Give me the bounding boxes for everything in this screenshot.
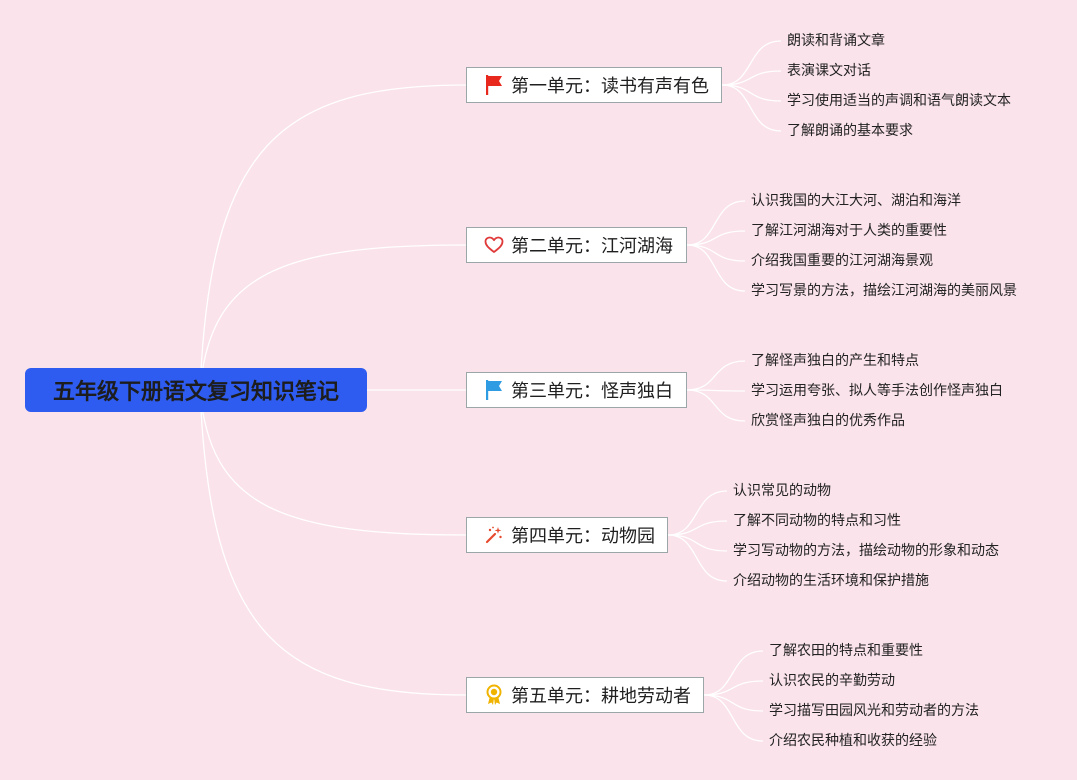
- branch-unit-4[interactable]: 第四单元：动物园: [466, 517, 668, 553]
- award-ribbon-icon: [483, 684, 505, 706]
- connector-line: [667, 534, 728, 582]
- connector-line: [199, 84, 467, 391]
- red-flag-icon: [483, 74, 505, 96]
- connector-line: [199, 389, 467, 696]
- leaf-3-2[interactable]: 学习运用夸张、拟人等手法创作怪声独白: [751, 383, 1003, 399]
- connector-line: [667, 520, 728, 536]
- root-topic[interactable]: 五年级下册语文复习知识笔记: [25, 368, 367, 412]
- leaf-2-1[interactable]: 认识我国的大江大河、湖泊和海洋: [751, 193, 961, 209]
- connector-line: [721, 70, 782, 86]
- leaf-4-3[interactable]: 学习写动物的方法，描绘动物的形象和动态: [733, 543, 999, 559]
- connector-line: [667, 534, 728, 552]
- leaf-5-3[interactable]: 学习描写田园风光和劳动者的方法: [769, 703, 979, 719]
- leaf-1-1[interactable]: 朗读和背诵文章: [787, 33, 885, 49]
- branch-unit-4-label: 第四单元：动物园: [511, 526, 655, 547]
- branch-unit-1-label: 第一单元：读书有声有色: [511, 76, 709, 97]
- connector-line: [686, 200, 746, 246]
- leaf-1-2[interactable]: 表演课文对话: [787, 63, 871, 79]
- leaf-4-4[interactable]: 介绍动物的生活环境和保护措施: [733, 573, 929, 589]
- connector-line: [703, 694, 764, 742]
- leaf-4-2[interactable]: 了解不同动物的特点和习性: [733, 513, 901, 529]
- connector-line: [703, 694, 764, 712]
- leaf-2-3[interactable]: 介绍我国重要的江河湖海景观: [751, 253, 933, 269]
- leaf-2-4[interactable]: 学习写景的方法，描绘江河湖海的美丽风景: [751, 283, 1017, 299]
- connector-line: [686, 230, 746, 246]
- leaf-2-2[interactable]: 了解江河湖海对于人类的重要性: [751, 223, 947, 239]
- branch-unit-3[interactable]: 第三单元：怪声独白: [466, 372, 687, 408]
- connector-line: [667, 490, 728, 536]
- connector-line: [686, 244, 746, 292]
- leaf-4-1[interactable]: 认识常见的动物: [733, 483, 831, 499]
- connector-line: [686, 389, 746, 392]
- heart-outline-icon: [483, 234, 505, 256]
- leaf-5-1[interactable]: 了解农田的特点和重要性: [769, 643, 923, 659]
- connector-line: [721, 84, 782, 132]
- branch-unit-5[interactable]: 第五单元：耕地劳动者: [466, 677, 704, 713]
- connector-line: [721, 84, 782, 102]
- leaf-1-3[interactable]: 学习使用适当的声调和语气朗读文本: [787, 93, 1011, 109]
- connector-line: [703, 650, 764, 696]
- leaf-3-3[interactable]: 欣赏怪声独白的优秀作品: [751, 413, 905, 429]
- leaf-5-2[interactable]: 认识农民的辛勤劳动: [769, 673, 895, 689]
- connector-line: [686, 244, 746, 262]
- blue-flag-icon: [483, 379, 505, 401]
- leaf-5-4[interactable]: 介绍农民种植和收获的经验: [769, 733, 937, 749]
- magic-wand-icon: [483, 524, 505, 546]
- branch-unit-2-label: 第二单元：江河湖海: [511, 236, 673, 257]
- branch-unit-2[interactable]: 第二单元：江河湖海: [466, 227, 687, 263]
- branch-unit-3-label: 第三单元：怪声独白: [511, 381, 673, 402]
- leaf-1-4[interactable]: 了解朗诵的基本要求: [787, 123, 913, 139]
- leaf-3-1[interactable]: 了解怪声独白的产生和特点: [751, 353, 919, 369]
- connector-line: [721, 40, 782, 86]
- branch-unit-5-label: 第五单元：耕地劳动者: [511, 686, 691, 707]
- branch-unit-1[interactable]: 第一单元：读书有声有色: [466, 67, 722, 103]
- connector-line: [703, 680, 764, 696]
- root-topic-label: 五年级下册语文复习知识笔记: [52, 380, 339, 405]
- connector-line: [686, 360, 746, 391]
- connector-line: [686, 389, 746, 422]
